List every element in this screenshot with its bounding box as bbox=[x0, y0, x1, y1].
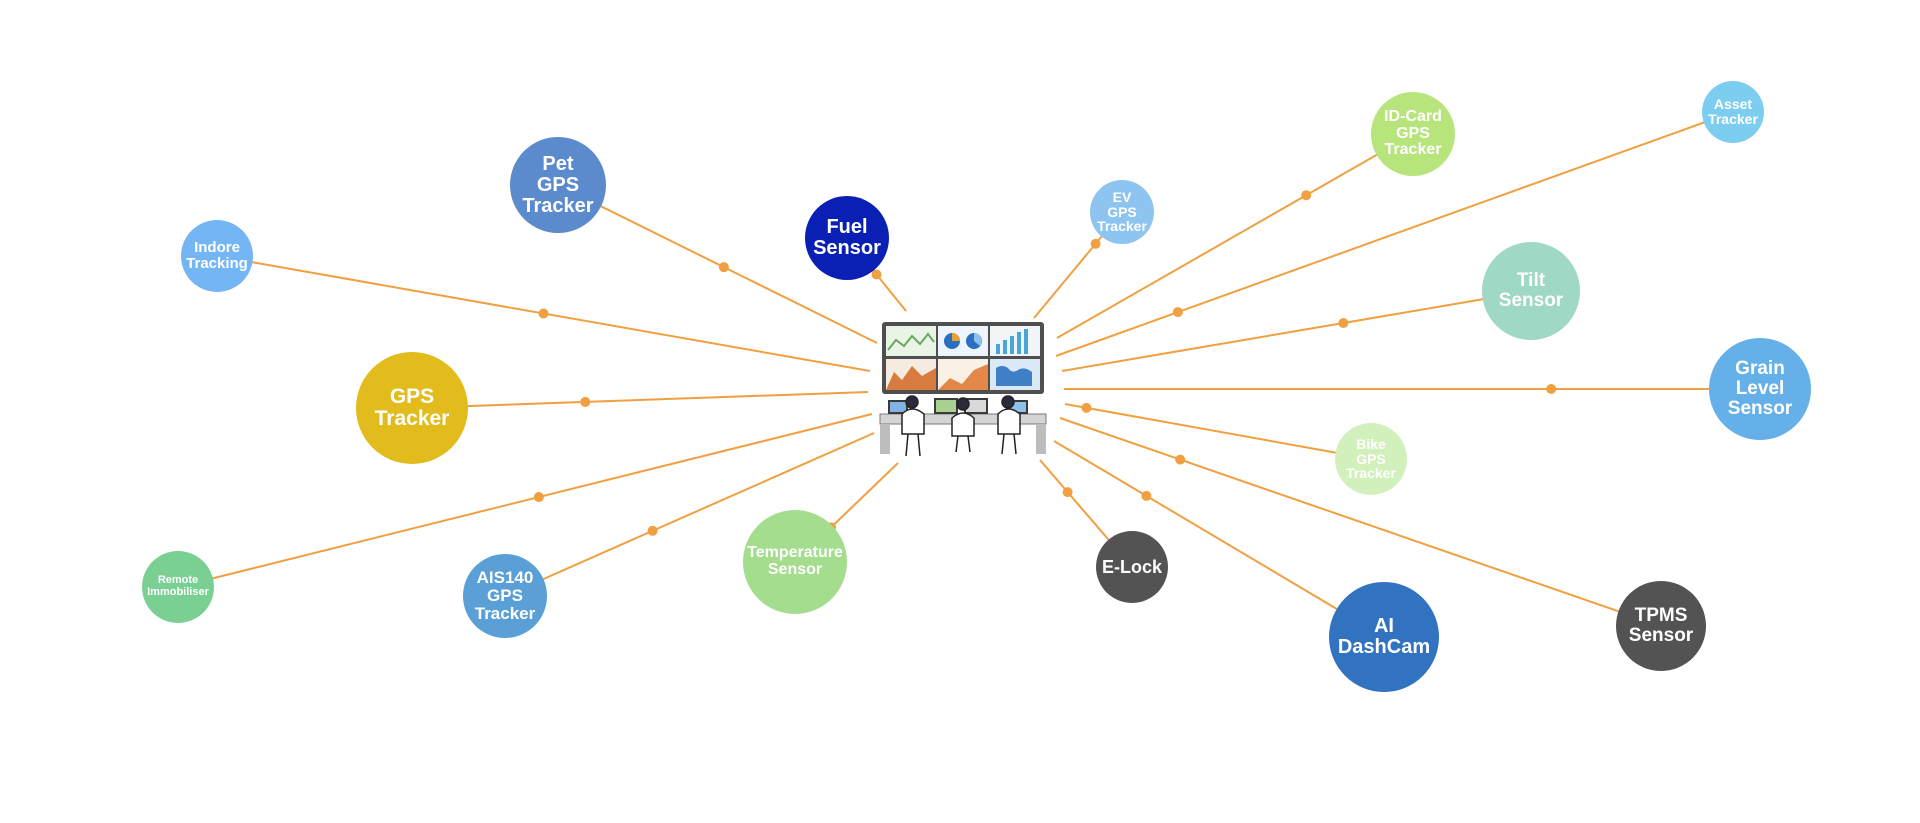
node-label: AIS140 GPS Tracker bbox=[474, 568, 536, 623]
node-label: Temperature Sensor bbox=[747, 544, 843, 578]
node-label: Remote Immobiliser bbox=[147, 574, 209, 598]
node-label: AI DashCam bbox=[1337, 615, 1431, 658]
node-label: Indore Tracking bbox=[186, 239, 248, 272]
connector-dot-remote-immobiliser bbox=[533, 492, 544, 503]
connector-tpms-sensor bbox=[1059, 417, 1662, 627]
connector-id-card-gps-tracker bbox=[1056, 133, 1414, 339]
connector-dot-indore-tracking bbox=[538, 308, 549, 319]
node-remote-immobiliser[interactable]: Remote Immobiliser bbox=[142, 551, 214, 623]
node-id-card-gps-tracker[interactable]: ID-Card GPS Tracker bbox=[1371, 92, 1455, 176]
node-temperature-sensor[interactable]: Temperature Sensor bbox=[743, 510, 847, 614]
connector-dot-ais140-gps-tracker bbox=[647, 525, 658, 536]
node-label: Asset Tracker bbox=[1708, 96, 1758, 127]
node-label: E-Lock bbox=[1102, 556, 1163, 577]
connector-tilt-sensor bbox=[1061, 290, 1532, 372]
connector-ai-dashcam bbox=[1053, 440, 1385, 638]
node-fuel-sensor[interactable]: Fuel Sensor bbox=[805, 196, 889, 280]
node-indore-tracking[interactable]: Indore Tracking bbox=[181, 220, 253, 292]
connector-dot-tilt-sensor bbox=[1338, 318, 1349, 328]
node-label: Grain Level Sensor bbox=[1727, 358, 1793, 419]
node-label: Tilt Sensor bbox=[1498, 270, 1564, 311]
connector-dot-ev-gps-tracker bbox=[1090, 238, 1101, 249]
connector-pet-gps-tracker bbox=[557, 184, 878, 344]
node-bike-gps-tracker[interactable]: Bike GPS Tracker bbox=[1335, 423, 1407, 495]
node-asset-tracker[interactable]: Asset Tracker bbox=[1702, 81, 1764, 143]
node-label: Pet GPS Tracker bbox=[522, 152, 594, 217]
node-pet-gps-tracker[interactable]: Pet GPS Tracker bbox=[510, 137, 606, 233]
connector-dot-pet-gps-tracker bbox=[718, 262, 729, 273]
node-label: Bike GPS Tracker bbox=[1346, 435, 1396, 482]
node-ev-gps-tracker[interactable]: EV GPS Tracker bbox=[1090, 180, 1154, 244]
connector-dot-fuel-sensor bbox=[871, 269, 882, 280]
connector-gps-tracker bbox=[411, 391, 869, 409]
control-room-monitoring-icon bbox=[879, 322, 1047, 457]
connector-dot-asset-tracker bbox=[1172, 307, 1183, 318]
node-ai-dashcam[interactable]: AI DashCam bbox=[1329, 582, 1439, 692]
node-label: TPMS Sensor bbox=[1628, 605, 1694, 646]
node-label: GPS Tracker bbox=[374, 384, 450, 430]
connector-dot-bike-gps-tracker bbox=[1081, 402, 1092, 413]
connector-dot-id-card-gps-tracker bbox=[1301, 190, 1312, 201]
connector-dot-tpms-sensor bbox=[1175, 454, 1186, 465]
node-grain-level-sensor[interactable]: Grain Level Sensor bbox=[1709, 338, 1811, 440]
node-e-lock[interactable]: E-Lock bbox=[1096, 531, 1168, 603]
node-gps-tracker[interactable]: GPS Tracker bbox=[356, 352, 468, 464]
operators bbox=[901, 395, 1021, 457]
node-tilt-sensor[interactable]: Tilt Sensor bbox=[1482, 242, 1580, 340]
node-tpms-sensor[interactable]: TPMS Sensor bbox=[1616, 581, 1706, 671]
connector-asset-tracker bbox=[1055, 111, 1734, 357]
connector-dot-gps-tracker bbox=[580, 396, 591, 407]
connector-dot-grain-level-sensor bbox=[1546, 384, 1557, 394]
video-wall bbox=[882, 322, 1044, 394]
node-ais140-gps-tracker[interactable]: AIS140 GPS Tracker bbox=[463, 554, 547, 638]
connector-bike-gps-tracker bbox=[1064, 403, 1372, 460]
connector-remote-immobiliser bbox=[177, 413, 873, 588]
connector-dot-ai-dashcam bbox=[1141, 490, 1152, 501]
node-label: Fuel Sensor bbox=[813, 216, 881, 259]
node-label: ID-Card GPS Tracker bbox=[1384, 107, 1442, 159]
connector-ais140-gps-tracker bbox=[504, 432, 875, 597]
connector-dot-e-lock bbox=[1062, 487, 1073, 498]
node-label: EV GPS Tracker bbox=[1097, 188, 1147, 235]
